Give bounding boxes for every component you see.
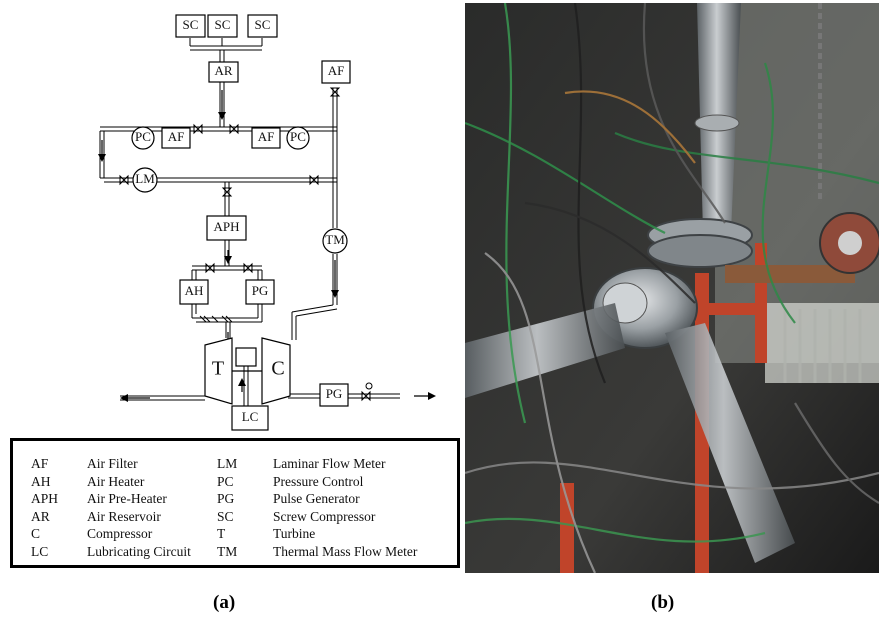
legend-abbr: T [217, 526, 226, 542]
legend-term: Air Pre-Heater [87, 491, 167, 507]
pg-mid-block: PG [252, 283, 269, 298]
ah-block: AH [185, 283, 204, 298]
legend-term: Lubricating Circuit [87, 543, 191, 559]
pg-out-block: PG [326, 386, 343, 401]
legend-abbr: AF [31, 456, 49, 471]
legend-term: Pulse Generator [273, 491, 360, 507]
af-left-block: AF [168, 129, 185, 144]
valve-symbols [119, 87, 373, 402]
test-rig-photo [465, 3, 879, 573]
legend-term: Air Heater [87, 473, 145, 489]
turbine-symbol: T [212, 358, 224, 380]
legend-term: Turbine [273, 526, 316, 542]
compressor-symbol: C [271, 358, 284, 380]
legend-term: Air Reservoir [87, 508, 161, 524]
test-rig-schematic: SC SC SC AR AF PC AF AF PC LM APH TM AH … [98, 14, 436, 431]
legend-abbr: TM [217, 543, 238, 559]
legend-term: Air Filter [87, 456, 138, 471]
legend-term: Compressor [87, 526, 153, 542]
legend-grid: AF Air Filter LM Laminar Flow Meter AH A… [31, 455, 463, 561]
pc-right-gauge: PC [290, 129, 306, 144]
caption-b: (b) [651, 592, 675, 613]
legend-term: Thermal Mass Flow Meter [273, 543, 418, 559]
caption-a: (a) [213, 592, 236, 613]
legend-term: Pressure Control [273, 473, 364, 489]
tm-meter: TM [325, 232, 345, 247]
lm-meter: LM [135, 171, 155, 186]
legend-abbr: LC [31, 543, 49, 559]
legend-abbr: AR [31, 508, 50, 524]
af-right-block: AF [258, 129, 275, 144]
sc-block-1: SC [183, 17, 199, 32]
lc-block: LC [242, 409, 259, 424]
legend-abbr: LM [217, 456, 238, 471]
photo-illustration [465, 3, 879, 573]
pc-left-gauge: PC [135, 129, 151, 144]
ar-block: AR [214, 63, 232, 78]
legend-term: Laminar Flow Meter [273, 456, 386, 471]
legend-box: AF Air Filter LM Laminar Flow Meter AH A… [10, 438, 460, 568]
legend-abbr: C [31, 526, 41, 542]
legend-abbr: SC [217, 508, 234, 524]
aph-block: APH [213, 219, 239, 234]
legend-abbr: APH [31, 491, 59, 507]
sc-block-2: SC [215, 17, 231, 32]
legend-abbr: PG [217, 491, 235, 507]
legend-abbr: PC [217, 473, 234, 489]
sc-block-3: SC [255, 17, 271, 32]
legend-term: Screw Compressor [273, 508, 376, 524]
af-top-block: AF [328, 63, 345, 78]
legend-abbr: AH [31, 473, 51, 489]
